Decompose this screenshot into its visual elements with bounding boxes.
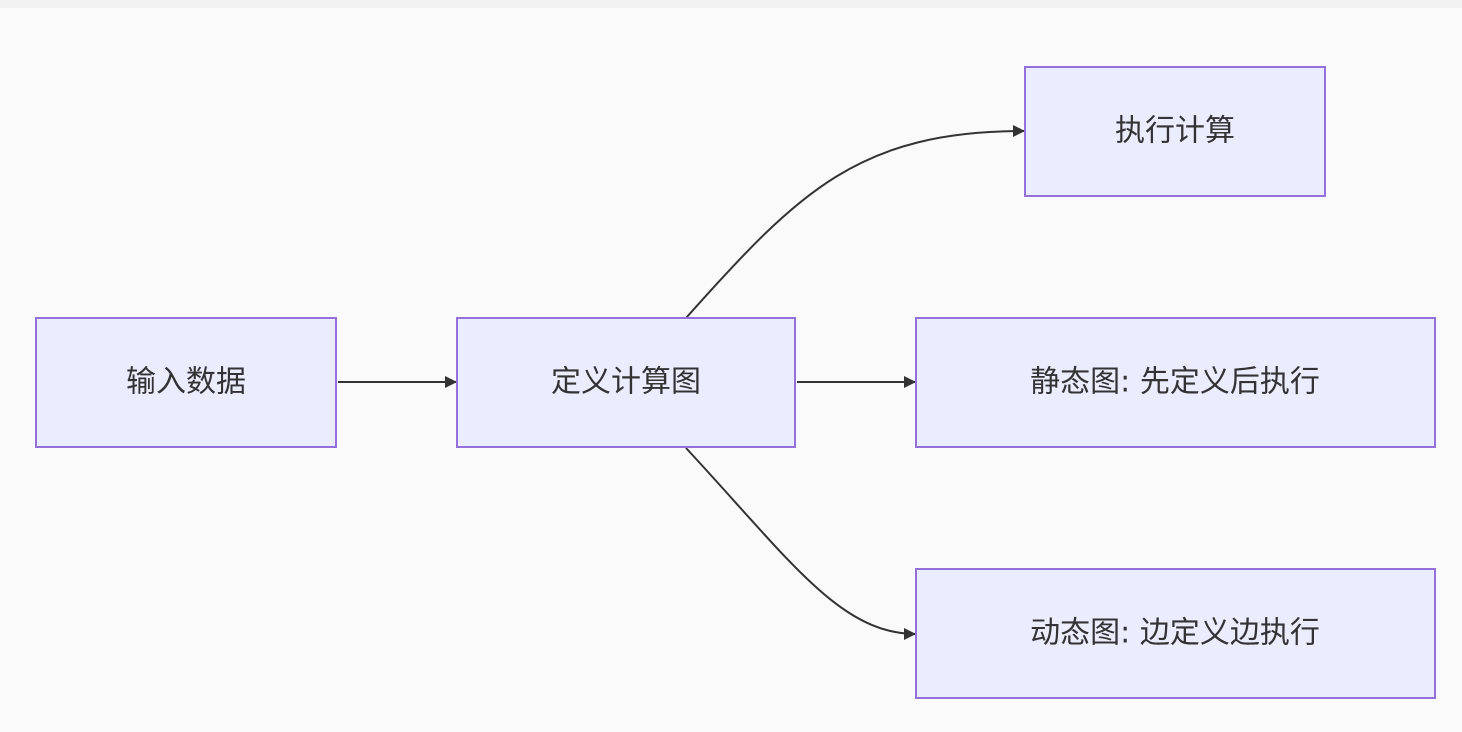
node-label: 输入数据 xyxy=(126,365,246,400)
node-label: 执行计算 xyxy=(1115,114,1235,149)
node-static-graph[interactable]: 静态图: 先定义后执行 xyxy=(915,317,1436,448)
edge-b-e xyxy=(685,447,917,640)
node-label: 静态图: 先定义后执行 xyxy=(1030,365,1320,400)
node-define-graph[interactable]: 定义计算图 xyxy=(456,317,796,448)
node-label: 动态图: 边定义边执行 xyxy=(1030,616,1320,651)
node-execute[interactable]: 执行计算 xyxy=(1024,66,1326,197)
node-dynamic-graph[interactable]: 动态图: 边定义边执行 xyxy=(915,568,1436,699)
node-input-data[interactable]: 输入数据 xyxy=(35,317,337,448)
edge-b-c xyxy=(685,125,1026,319)
top-bar xyxy=(0,0,1462,8)
node-label: 定义计算图 xyxy=(551,365,701,400)
